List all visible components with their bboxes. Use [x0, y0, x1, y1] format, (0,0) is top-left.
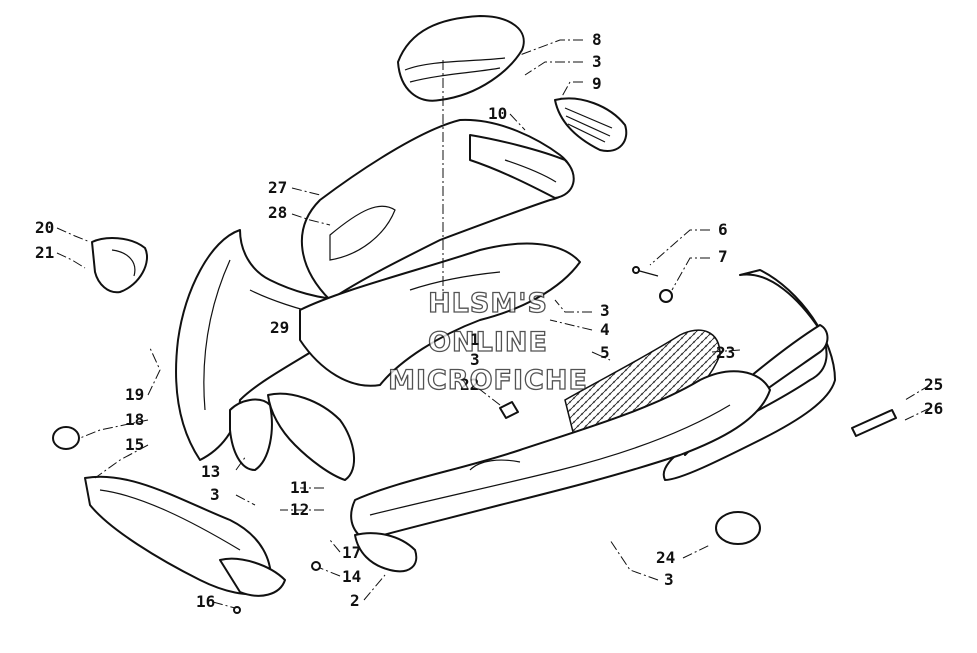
callout-3: 3 [210, 485, 220, 504]
leader-lines [56, 39, 931, 609]
part-18-ring [52, 426, 80, 450]
part-6-bolt [632, 266, 659, 277]
callout-15: 15 [125, 435, 144, 454]
callout-6: 6 [718, 220, 728, 239]
callout-3: 3 [664, 570, 674, 589]
callout-18: 18 [125, 410, 144, 429]
callout-9: 9 [592, 74, 602, 93]
part-8-upper-cover [397, 15, 525, 102]
callout-16: 16 [196, 592, 215, 611]
callout-7: 7 [718, 247, 728, 266]
callout-4: 4 [600, 320, 610, 339]
callout-3: 3 [470, 350, 480, 369]
callout-5: 5 [600, 343, 610, 362]
part-14-nut [311, 561, 321, 571]
callout-13: 13 [201, 462, 220, 481]
callout-12: 12 [290, 500, 309, 519]
callout-25: 25 [924, 375, 943, 394]
callout-11: 11 [290, 478, 309, 497]
callout-22: 22 [460, 375, 479, 394]
callout-17: 17 [342, 543, 361, 562]
callout-14: 14 [342, 567, 361, 586]
callout-28: 28 [268, 203, 287, 222]
part-15-front-bumper [84, 475, 286, 597]
part-27-hood [300, 118, 575, 301]
callout-3: 3 [592, 52, 602, 71]
part-11-side-brace [267, 392, 356, 481]
watermark: HLSM'S ONLINE MICROFICHE [387, 287, 588, 396]
callout-19: 19 [125, 385, 144, 404]
callout-3: 3 [600, 301, 610, 320]
part-2-chassis-rail [350, 370, 771, 573]
watermark-line-2: ONLINE [428, 327, 548, 358]
callout-20: 20 [35, 218, 54, 237]
callout-1: 1 [470, 330, 480, 349]
part-25-plate [851, 409, 897, 437]
callout-27: 27 [268, 178, 287, 197]
part-7-washer [659, 289, 673, 303]
callout-8: 8 [592, 30, 602, 49]
part-13-lower-panel [229, 398, 273, 471]
watermark-line-3: MICROFICHE [388, 365, 588, 396]
part-22-clip [499, 401, 519, 419]
part-16-screw [233, 606, 241, 614]
callout-24: 24 [656, 548, 675, 567]
callout-10: 10 [488, 104, 507, 123]
callout-labels: 8 3 9 10 27 28 20 21 6 7 3 4 5 29 1 3 22… [35, 30, 943, 611]
callout-26: 26 [924, 399, 943, 418]
callout-29: 29 [270, 318, 289, 337]
watermark-line-1: HLSM'S [428, 288, 548, 319]
part-24-cap [715, 511, 761, 545]
callout-21: 21 [35, 243, 54, 262]
part-1-belly-pan [299, 242, 581, 387]
part-9-vent-grille [554, 97, 628, 152]
part-20-headlight-housing [91, 237, 148, 294]
callout-23: 23 [716, 343, 735, 362]
callout-2: 2 [350, 591, 360, 610]
